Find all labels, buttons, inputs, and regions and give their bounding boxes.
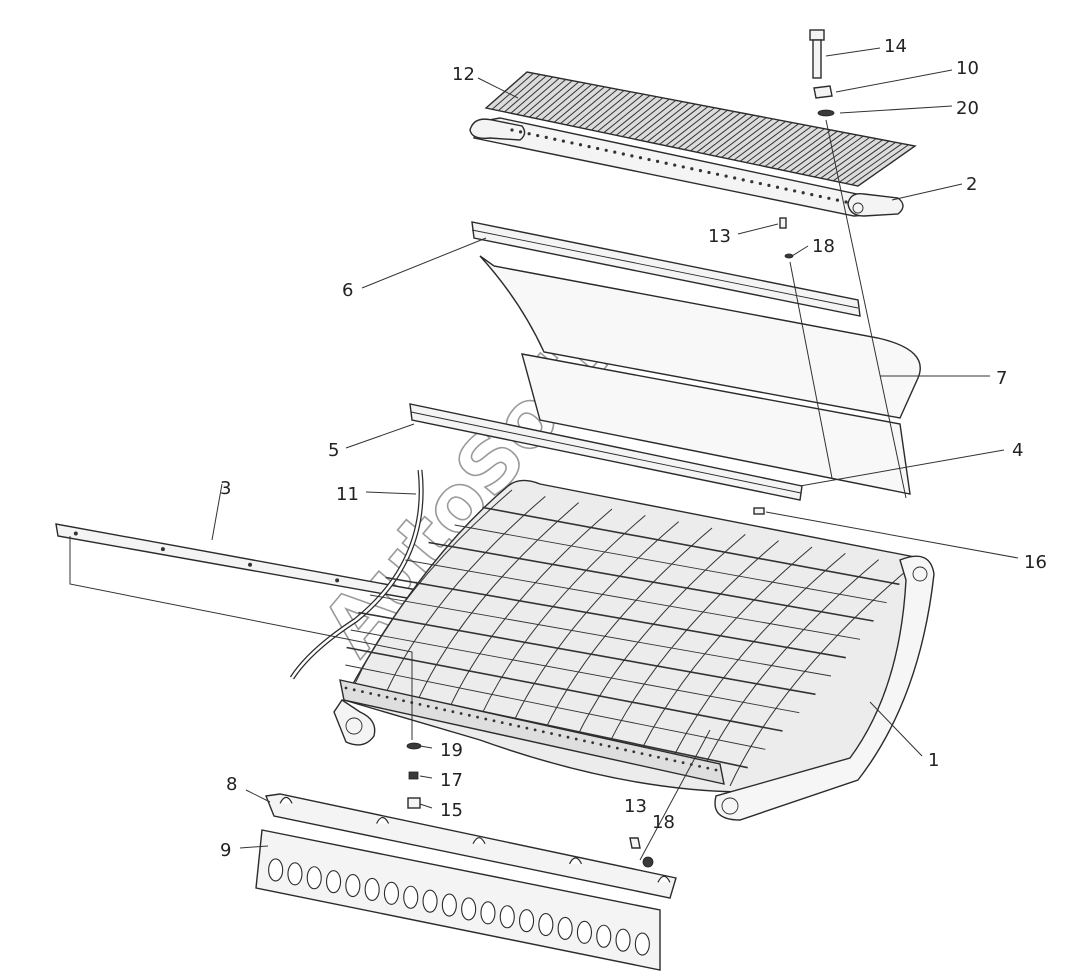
part-4-apron: [521, 353, 911, 495]
part-11-seal: [289, 469, 424, 680]
callout-13-upper: 13: [708, 226, 731, 247]
part-10-bushing: [813, 85, 833, 99]
callout-15: 15: [440, 800, 463, 821]
callout-5: 5: [328, 440, 339, 461]
part-9-perforated-plate: [255, 829, 661, 971]
callout-labels: 14 10 20 12 2 13 18 6 7 5 4 3 11 16 1 19…: [220, 36, 1047, 861]
part-6-angle-strip: [471, 221, 861, 317]
callout-2: 2: [966, 174, 977, 195]
part-8-slotted-plate: [265, 793, 677, 899]
part-18-nut-upper: [784, 253, 794, 259]
callout-10: 10: [956, 58, 979, 79]
part-15-nut: [407, 797, 421, 809]
callout-12: 12: [452, 64, 475, 85]
part-5-angle-rail: [409, 403, 803, 501]
callout-18-upper: 18: [812, 236, 835, 257]
callout-11: 11: [336, 484, 359, 505]
callout-18-lower: 18: [652, 812, 675, 833]
part-14-bolt: [809, 29, 825, 79]
callout-4: 4: [1012, 440, 1023, 461]
callout-8: 8: [226, 774, 237, 795]
callout-14: 14: [884, 36, 907, 57]
callout-20: 20: [956, 98, 979, 119]
leader-lines: [69, 47, 1019, 861]
callout-19: 19: [440, 740, 463, 761]
callout-17: 17: [440, 770, 463, 791]
callout-13-lower: 13: [624, 796, 647, 817]
part-13-bolt-lower: [629, 837, 641, 849]
part-13-bolt-upper: [779, 217, 787, 229]
part-17-nut: [408, 771, 419, 780]
callout-9: 9: [220, 840, 231, 861]
callout-1: 1: [928, 750, 939, 771]
part-18-nut-lower: [642, 856, 654, 868]
part-1-concave: [333, 479, 935, 821]
part-20-washer: [817, 109, 835, 117]
callout-6: 6: [342, 280, 353, 301]
part-2-mounting-bar: [469, 117, 904, 217]
part-16-screw: [753, 507, 765, 515]
callout-7: 7: [996, 368, 1007, 389]
part-12-grate: [484, 71, 917, 187]
callout-16: 16: [1024, 552, 1047, 573]
callout-3: 3: [220, 478, 231, 499]
part-7-cover-sheet: [479, 255, 921, 419]
part-19-washer: [406, 742, 422, 750]
